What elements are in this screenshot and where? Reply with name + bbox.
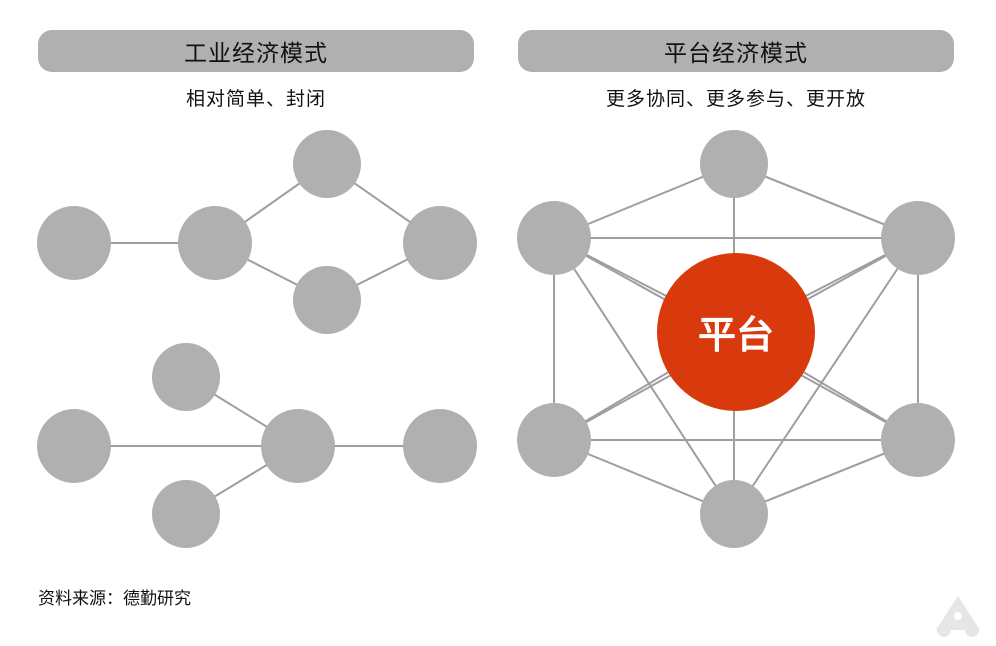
watermark-logo-icon: [936, 596, 980, 637]
right-panel-title: 平台经济模式: [518, 30, 954, 72]
node-a3: [293, 130, 361, 198]
edge-r2-r6: [553, 237, 735, 515]
node-b1: [37, 409, 111, 483]
node-b4: [152, 480, 220, 548]
node-b2: [152, 343, 220, 411]
diagram-nodes: [37, 130, 955, 548]
left-panel-title: 工业经济模式: [38, 30, 474, 72]
edge-r3-r6: [733, 237, 919, 515]
node-a5: [403, 206, 477, 280]
left-panel-subtitle: 相对简单、封闭: [185, 88, 326, 110]
node-a2: [178, 206, 252, 280]
node-b3: [261, 409, 335, 483]
node-r5: [881, 403, 955, 477]
node-a4: [293, 266, 361, 334]
hub-label: 平台: [698, 313, 774, 357]
node-r3: [881, 201, 955, 275]
platform-hub-node: [657, 253, 815, 411]
node-b5: [403, 409, 477, 483]
source-note: 资料来源：德勤研究: [38, 589, 191, 609]
node-r6: [700, 480, 768, 548]
node-r4: [517, 403, 591, 477]
node-r2: [517, 201, 591, 275]
node-a1: [37, 206, 111, 280]
node-r1: [700, 130, 768, 198]
right-panel-subtitle: 更多协同、更多参与、更开放: [605, 88, 866, 110]
